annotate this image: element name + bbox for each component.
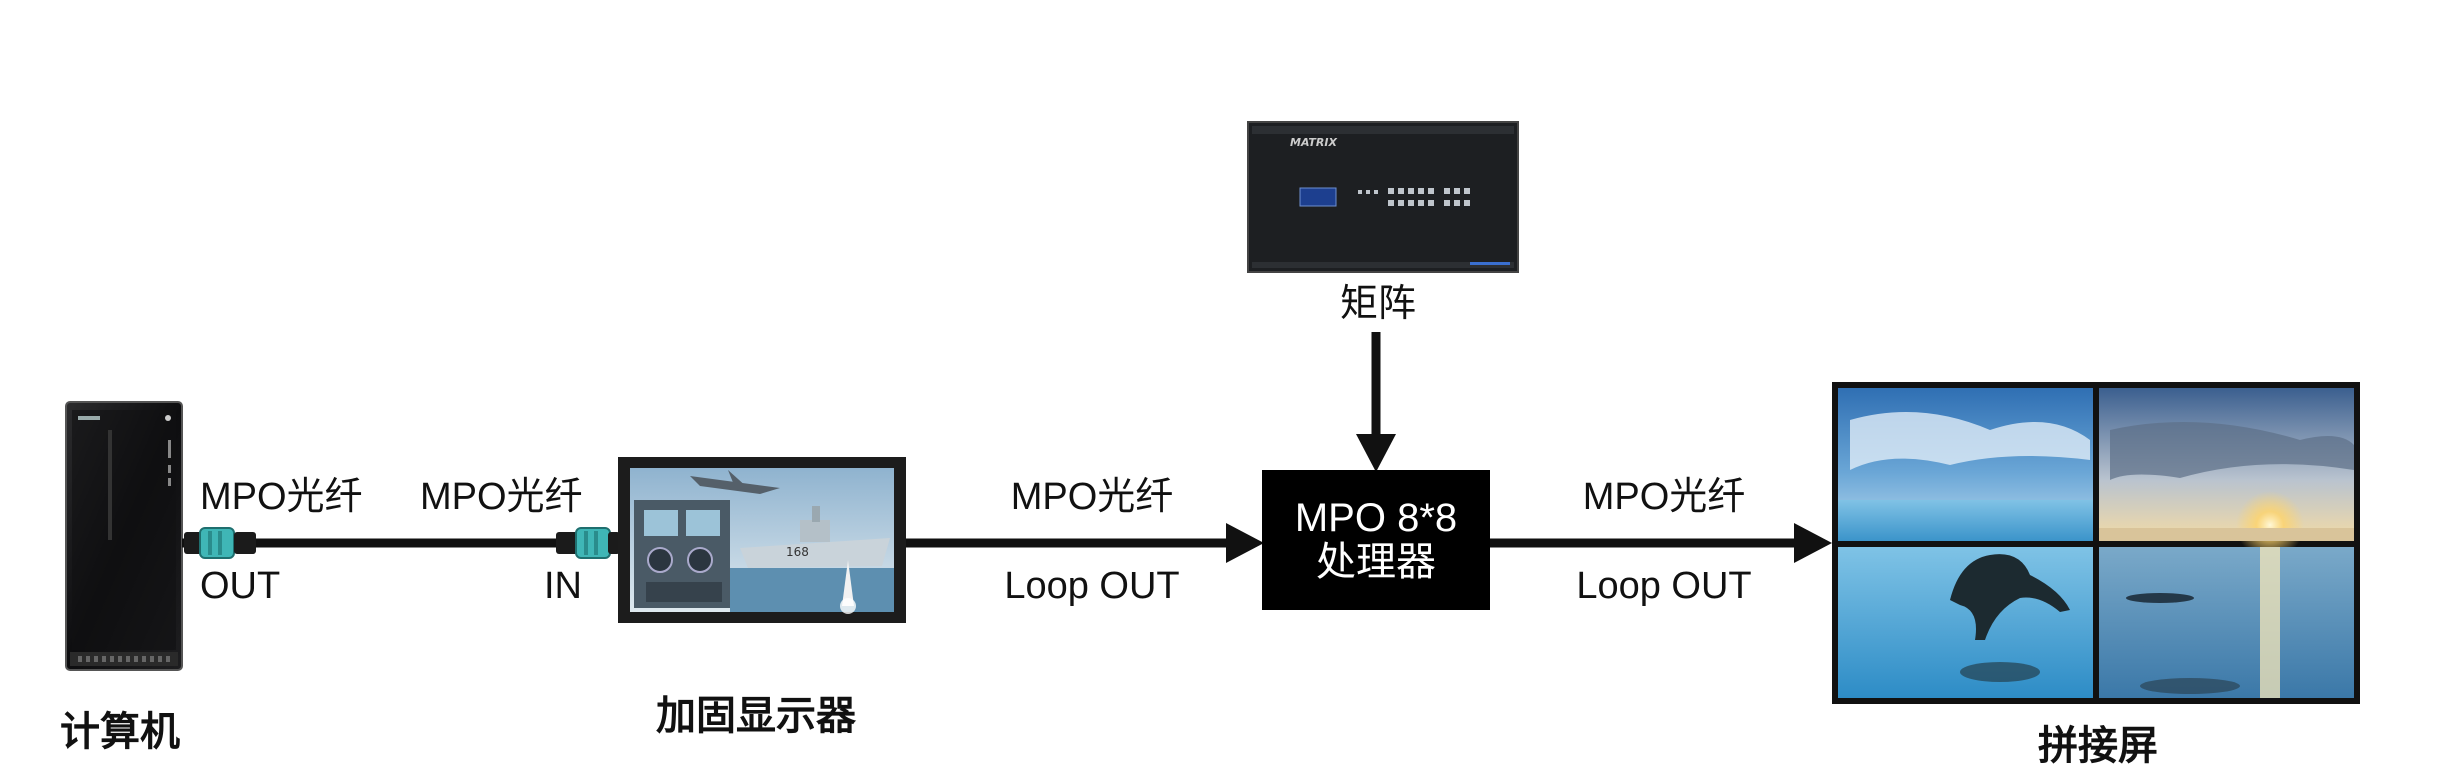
edge-label-processor-wall-loop: Loop OUT bbox=[1576, 565, 1752, 607]
fiber-connector-in-icon bbox=[556, 527, 620, 559]
matrix-device-icon: MATRIX bbox=[1247, 121, 1519, 273]
edge-label-processor-wall-fiber: MPO光纤 bbox=[1582, 476, 1746, 518]
edge-label-out: OUT bbox=[200, 565, 281, 607]
video-wall-icon bbox=[1832, 382, 2360, 704]
video-wall-label: 拼接屏 bbox=[2038, 724, 2158, 768]
computer-tower-icon bbox=[65, 401, 183, 671]
fiber-connector-out-icon bbox=[184, 527, 256, 559]
svg-text:MATRIX: MATRIX bbox=[1290, 136, 1337, 149]
matrix-label: 矩阵 bbox=[1339, 283, 1417, 325]
computer-label: 计算机 bbox=[60, 710, 180, 754]
arrowhead-to-wall bbox=[1794, 523, 1832, 563]
edge-label-display-processor-loop: Loop OUT bbox=[1004, 565, 1180, 607]
display-label: 加固显示器 bbox=[656, 694, 856, 738]
arrowhead-to-processor bbox=[1226, 523, 1264, 563]
svg-text:168: 168 bbox=[786, 545, 809, 559]
edge-label-display-processor-fiber: MPO光纤 bbox=[1010, 476, 1174, 518]
arrowhead-matrix-to-processor bbox=[1356, 434, 1396, 472]
edge-label-display-fiber: MPO光纤 bbox=[420, 476, 583, 518]
processor-box: MPO 8*8 处理器 bbox=[1262, 470, 1490, 610]
edge-label-pc-fiber: MPO光纤 bbox=[200, 476, 363, 518]
processor-label-line1: MPO 8*8 bbox=[1294, 496, 1458, 540]
rugged-display-icon: 168 bbox=[618, 457, 906, 623]
processor-label-line2: 处理器 bbox=[1316, 540, 1436, 584]
edge-label-in: IN bbox=[544, 565, 582, 607]
